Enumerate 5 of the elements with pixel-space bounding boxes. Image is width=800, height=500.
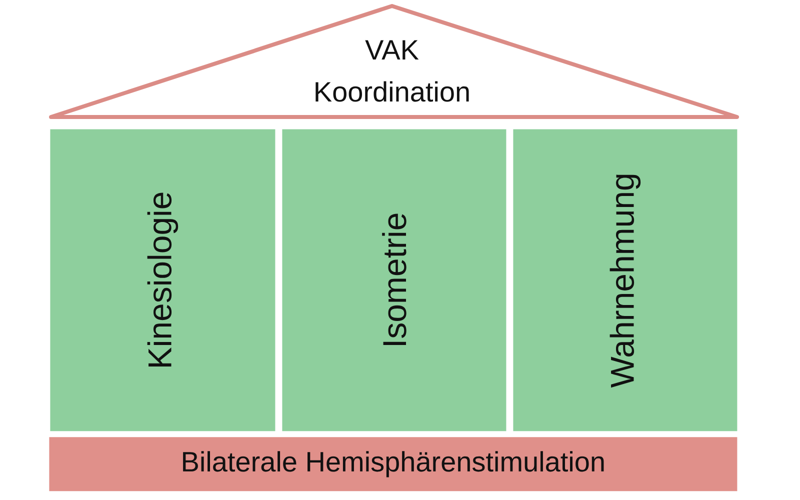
roof-triangle: VAK Koordination xyxy=(49,4,739,119)
pillar: Wahrnehmung xyxy=(513,129,738,432)
pillar: Isometrie xyxy=(282,129,506,432)
foundation-bar: Bilaterale Hemisphärenstimulation xyxy=(49,437,738,492)
pillar: Kinesiologie xyxy=(50,129,276,432)
